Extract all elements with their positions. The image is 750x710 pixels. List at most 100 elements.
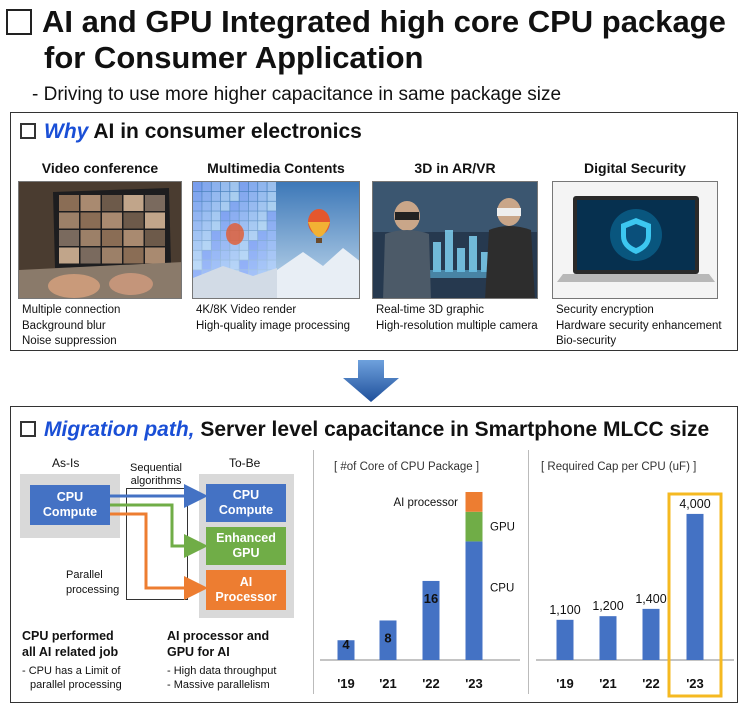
pixel-tile <box>230 211 239 221</box>
pixel-tile <box>258 201 267 211</box>
pixel-tile <box>267 240 276 250</box>
video-tile <box>80 247 101 264</box>
ai-arrow <box>110 512 208 600</box>
pixel-tile <box>267 221 276 231</box>
pixel-tile <box>193 182 202 192</box>
pixel-tile <box>220 231 230 241</box>
pixel-tile <box>220 260 230 270</box>
pixel-tile <box>211 221 221 231</box>
cap-tick-label: '21 <box>599 676 617 691</box>
pixel-tile <box>230 250 239 260</box>
pixel-tile <box>202 231 211 241</box>
legend-gpu: GPU <box>490 522 515 534</box>
video-tile <box>80 195 101 211</box>
pixel-tile <box>193 221 202 231</box>
pixel-tile <box>193 250 202 260</box>
video-tile <box>123 230 144 246</box>
cap-tick-label: '22 <box>642 676 660 691</box>
cap-chart: 1,100'191,200'211,400'224,000'23 <box>536 492 734 698</box>
core-bar-cpu <box>337 640 355 660</box>
pixel-tile <box>258 211 267 221</box>
pixel-tile <box>202 221 211 231</box>
pixel-tile <box>220 221 230 231</box>
cap-data-label: 1,100 <box>549 603 580 617</box>
video-tile <box>123 212 144 229</box>
pixel-tile <box>267 182 276 192</box>
video-tile <box>102 195 122 211</box>
pixel-tile <box>202 191 211 201</box>
cap-data-label: 1,400 <box>635 592 666 606</box>
pixel-tile <box>248 250 258 260</box>
video-tile <box>80 212 101 229</box>
title-line-2: for Consumer Application <box>44 40 424 75</box>
category-title-multimedia: Multimedia Contents <box>207 160 345 176</box>
video-tile <box>102 230 122 246</box>
video-tile <box>59 195 79 211</box>
pixel-tile <box>193 240 202 250</box>
core-bar-gpu <box>465 511 483 542</box>
pixel-tile <box>239 260 249 270</box>
multimedia-image <box>192 181 360 299</box>
pixel-tile <box>193 270 202 280</box>
pixel-tile <box>267 191 276 201</box>
why-panel-title: Why AI in consumer electronics <box>20 120 362 144</box>
cap-bar <box>642 608 660 660</box>
pixel-tile <box>220 182 230 192</box>
pixel-tile <box>202 240 211 250</box>
pixel-tile <box>211 231 221 241</box>
cap-bar <box>686 513 704 660</box>
pixel-tile <box>211 211 221 221</box>
page-title: AI and GPU Integrated high core CPU pack… <box>6 4 746 76</box>
highlight-box <box>667 492 723 698</box>
pixel-tile <box>193 211 202 221</box>
core-data-label: 8 <box>384 630 391 645</box>
pixel-tile <box>202 250 211 260</box>
pixel-tile <box>258 250 267 260</box>
right-note: - High data throughput- Massive parallel… <box>167 665 277 691</box>
pixel-tile <box>248 191 258 201</box>
checkbox-icon <box>20 123 36 139</box>
pixel-tile <box>248 240 258 250</box>
core-chart-title: [ #of Core of CPU Package ] <box>334 461 480 473</box>
category-title-arvr: 3D in AR/VR <box>414 160 496 176</box>
to-be-label: To-Be <box>229 456 261 470</box>
pixel-tile <box>211 260 221 270</box>
pixel-tile <box>193 191 202 201</box>
video-tile <box>145 230 165 246</box>
cap-chart-title: [ Required Cap per CPU (uF) ] <box>541 461 697 473</box>
pixel-tile <box>248 231 258 241</box>
pixel-tile <box>239 182 249 192</box>
pixel-tile <box>193 260 202 270</box>
digital-security-image <box>552 181 718 299</box>
pixel-tile <box>258 240 267 250</box>
pixel-tile <box>267 211 276 221</box>
core-bar-ai <box>465 492 483 512</box>
pixel-tile <box>258 221 267 231</box>
cap-tick-label: '19 <box>556 676 574 691</box>
pixel-tile <box>220 201 230 211</box>
video-tile <box>102 247 122 264</box>
pixel-tile <box>248 201 258 211</box>
pixel-tile <box>202 182 211 192</box>
checkbox-icon <box>20 421 36 437</box>
down-arrow-icon <box>343 360 399 402</box>
video-tile <box>145 195 165 211</box>
gpu-arrow <box>110 503 208 558</box>
divider-1 <box>313 450 314 694</box>
video-conference-image <box>18 181 182 299</box>
arvr-image <box>372 181 538 299</box>
pixel-tile <box>248 211 258 221</box>
pixel-tile <box>248 270 258 280</box>
pixel-tile <box>220 250 230 260</box>
pixel-tile <box>211 191 221 201</box>
pixel-tile <box>230 260 239 270</box>
pixel-tile <box>220 211 230 221</box>
core-bar-cpu <box>422 580 440 660</box>
core-tick-label: '23 <box>465 676 483 691</box>
pixel-tile <box>211 250 221 260</box>
video-tile <box>102 212 122 229</box>
